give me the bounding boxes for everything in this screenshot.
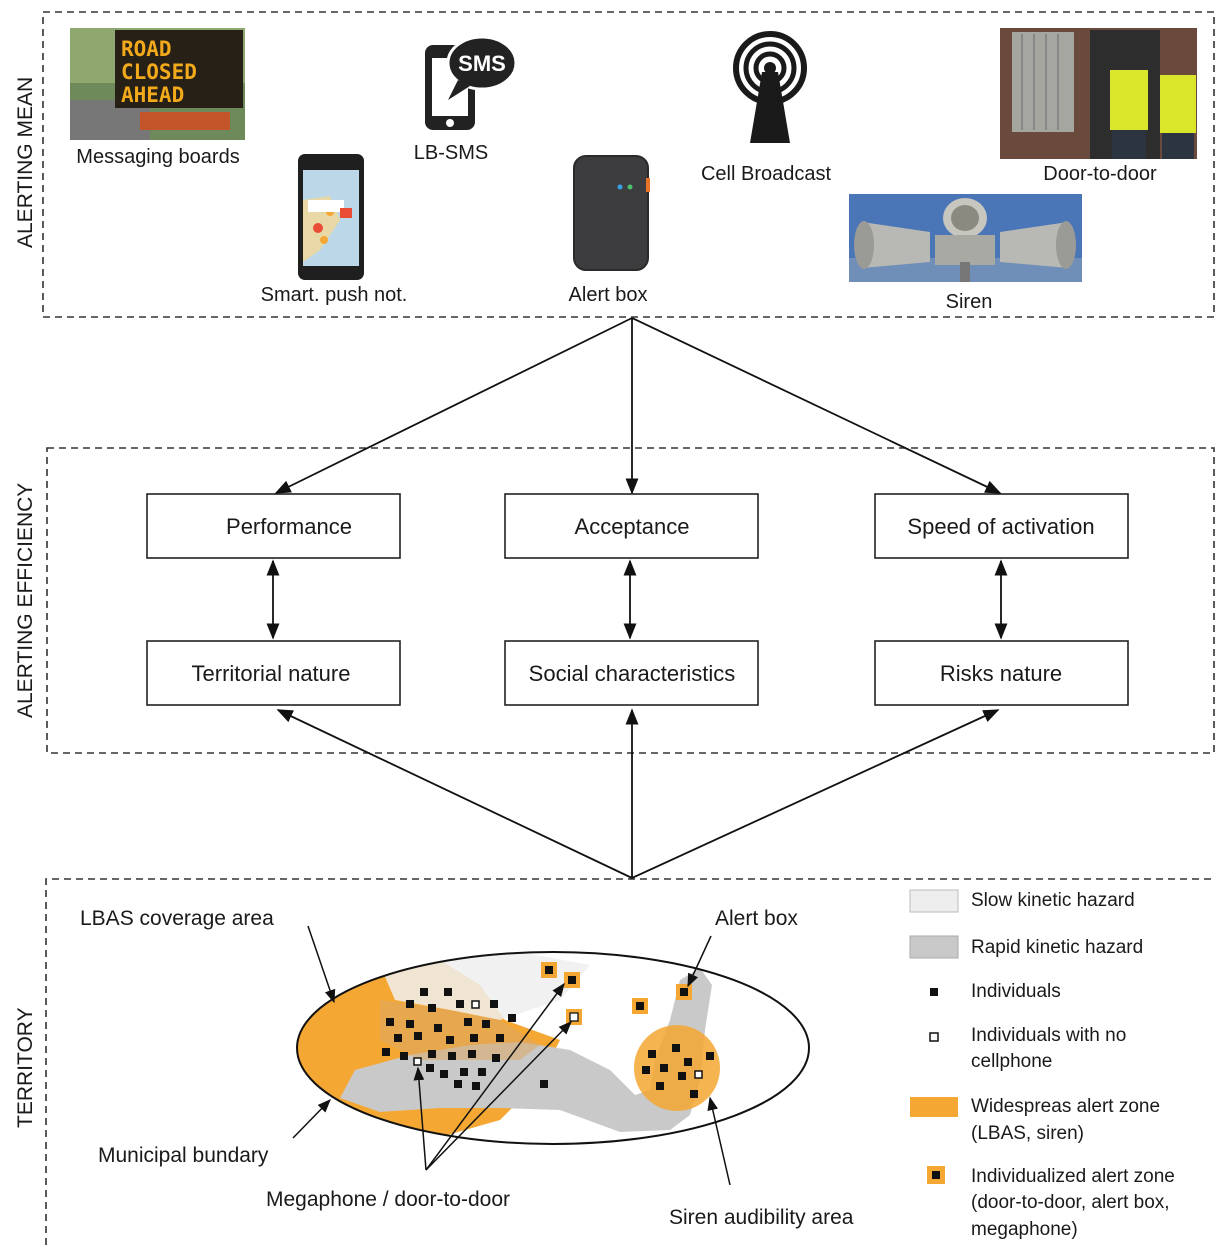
territory-map: LBAS coverage area Alert box Municipal b… [80, 907, 854, 1229]
box-social-characteristics: Social characteristics [504, 640, 759, 706]
label-door-to-door: Door-to-door [1043, 163, 1157, 185]
label-cell-broadcast: Cell Broadcast [701, 163, 832, 185]
label-siren-audibility-area: Siren audibility area [669, 1206, 854, 1229]
messaging-board-photo: ROAD CLOSED AHEAD [70, 28, 245, 140]
label-megaphone-door-to-door: Megaphone / door-to-door [266, 1188, 510, 1211]
label-territory-alert-box: Alert box [715, 907, 798, 930]
svg-text:Widespreas alert zone: Widespreas alert zone [971, 1096, 1160, 1117]
smartphone-icon [298, 154, 364, 280]
legend-item-individuals-no-cellphone: Individuals with no cellphone [929, 1025, 1126, 1072]
sms-phone-icon: SMS [425, 35, 518, 130]
section-label-alerting-efficiency: ALERTING EFFICIENCY [14, 483, 37, 718]
section-label-alerting-mean: ALERTING MEAN [14, 77, 37, 248]
svg-text:Individuals: Individuals [971, 981, 1061, 1002]
label-lbas-coverage-area: LBAS coverage area [80, 907, 274, 930]
municipal-boundary [296, 951, 810, 1145]
svg-text:Acceptance: Acceptance [575, 514, 690, 539]
box-performance: Performance [146, 493, 401, 559]
svg-text:CLOSED: CLOSED [121, 60, 197, 84]
box-acceptance: Acceptance [504, 493, 759, 559]
legend: Slow kinetic hazard Rapid kinetic hazard… [909, 889, 1175, 1240]
svg-text:Risks nature: Risks nature [940, 661, 1062, 686]
legend-item-widespread-zone: Widespreas alert zone (LBAS, siren) [910, 1096, 1160, 1144]
cell-broadcast-icon [733, 31, 807, 143]
legend-item-individualized-zone: Individualized alert zone (door-to-door,… [927, 1166, 1175, 1240]
arrows-means-to-efficiency [274, 317, 1002, 495]
svg-text:Social characteristics: Social characteristics [529, 661, 736, 686]
door-to-door-photo [1000, 28, 1197, 159]
alerting-efficiency-frame [46, 447, 1215, 754]
svg-text:Territorial nature: Territorial nature [192, 661, 351, 686]
svg-text:(door-to-door, alert box,: (door-to-door, alert box, [971, 1192, 1170, 1213]
svg-text:Performance: Performance [226, 514, 352, 539]
box-territorial-nature: Territorial nature [146, 640, 401, 706]
territory-frame [45, 878, 1214, 1245]
label-alert-box: Alert box [569, 284, 648, 306]
section-label-territory: TERRITORY [14, 1007, 37, 1128]
svg-text:SMS: SMS [458, 51, 506, 76]
slow-kinetic-hazard-zone [380, 952, 590, 1020]
legend-item-individuals: Individuals [930, 981, 1061, 1002]
legend-item-slow-hazard: Slow kinetic hazard [909, 889, 1135, 913]
svg-text:ROAD: ROAD [121, 37, 172, 61]
legend-item-rapid-hazard: Rapid kinetic hazard [909, 935, 1143, 959]
box-risks-nature: Risks nature [874, 640, 1129, 706]
double-arrows [266, 559, 1008, 640]
svg-text:Speed of activation: Speed of activation [907, 514, 1094, 539]
svg-text:(LBAS, siren): (LBAS, siren) [971, 1123, 1084, 1144]
svg-text:cellphone: cellphone [971, 1051, 1052, 1072]
individualized-alert-points [541, 962, 692, 1025]
label-municipal-bundary: Municipal bundary [98, 1144, 269, 1167]
box-speed-of-activation: Speed of activation [874, 493, 1129, 559]
territory-pointer-arrows [292, 925, 731, 1186]
label-siren: Siren [946, 291, 993, 313]
alerting-mean-frame [42, 11, 1215, 318]
arrows-territory-to-efficiency [276, 708, 1000, 879]
siren-audibility-circle [634, 1025, 720, 1111]
individuals-no-cellphone [413, 1000, 703, 1079]
siren-photo [849, 194, 1082, 282]
svg-text:AHEAD: AHEAD [121, 83, 184, 107]
individuals-cluster [382, 988, 714, 1098]
label-lb-sms: LB-SMS [414, 142, 488, 164]
svg-text:Individuals with no: Individuals with no [971, 1025, 1126, 1046]
svg-text:Slow kinetic hazard: Slow kinetic hazard [971, 890, 1135, 911]
svg-text:Rapid kinetic hazard: Rapid kinetic hazard [971, 937, 1143, 958]
svg-text:Individualized alert zone: Individualized alert zone [971, 1166, 1175, 1187]
label-smart-push: Smart. push not. [261, 284, 408, 306]
label-messaging-boards: Messaging boards [76, 146, 239, 168]
alert-box-device-icon [573, 155, 650, 271]
svg-text:megaphone): megaphone) [971, 1219, 1078, 1240]
